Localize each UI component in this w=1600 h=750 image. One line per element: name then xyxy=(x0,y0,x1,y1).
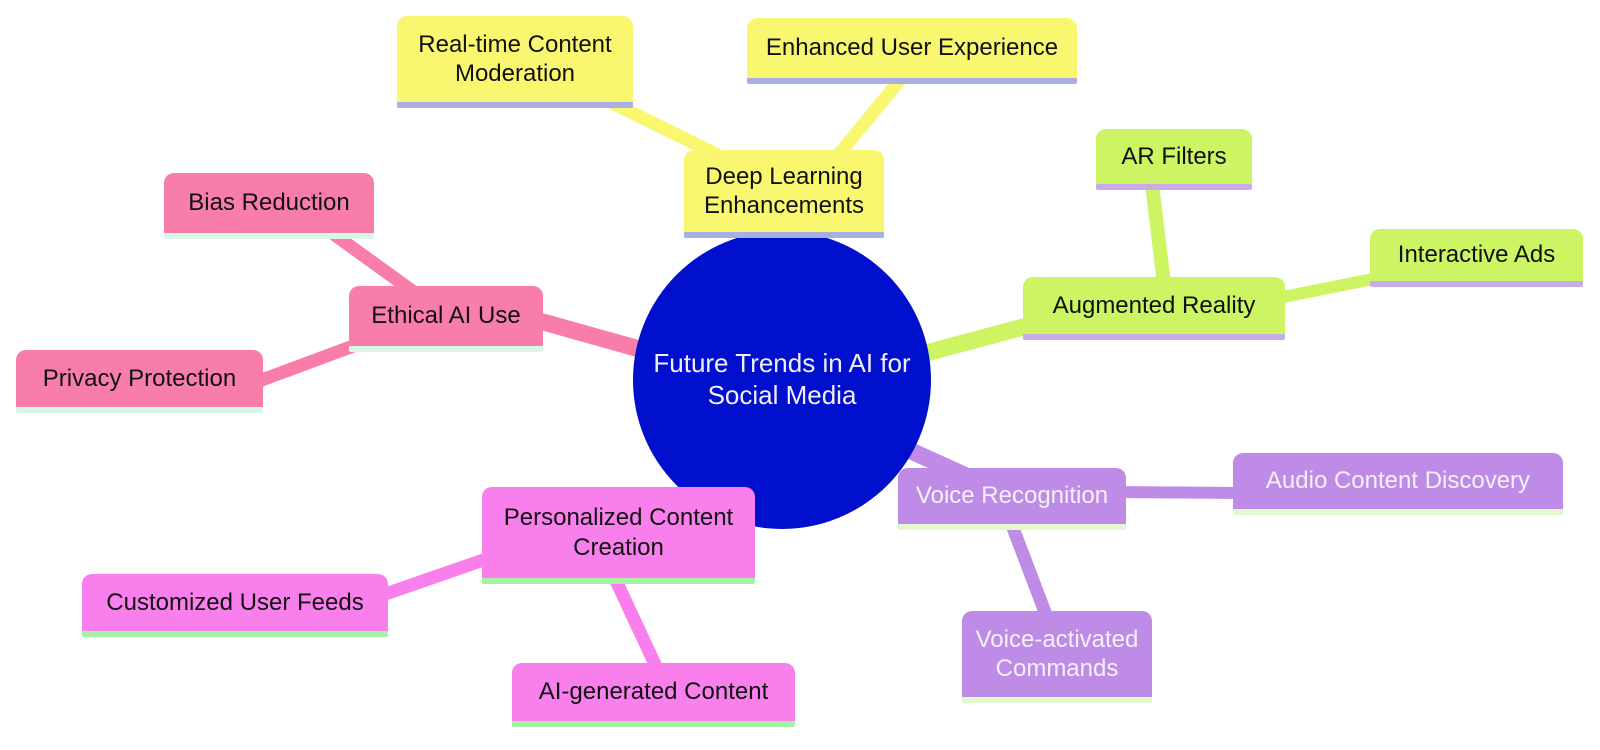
node-label: AR Filters xyxy=(1121,142,1227,170)
node-deep-learning-enhancements: Deep Learning Enhancements xyxy=(684,150,884,238)
edge-voice-recognition-audio-discovery xyxy=(1114,486,1246,499)
edge-personalized-customized-feeds xyxy=(365,549,498,607)
edge-root-ethical-ai xyxy=(533,311,653,361)
node-label: Voice Recognition xyxy=(915,482,1109,510)
node-label: AI-generated Content xyxy=(538,678,769,706)
node-privacy-protection: Privacy Protection xyxy=(16,350,263,413)
node-customized-user-feeds: Customized User Feeds xyxy=(82,574,388,637)
node-personalized-content-creation: Personalized Content Creation xyxy=(482,487,755,584)
node-bias-reduction: Bias Reduction xyxy=(164,173,374,239)
node-label: Ethical AI Use xyxy=(371,302,521,330)
node-label: Personalized Content Creation xyxy=(503,504,734,561)
node-ar-filters: AR Filters xyxy=(1096,129,1252,190)
node-augmented-reality: Augmented Reality xyxy=(1023,277,1285,340)
node-voice-recognition: Voice Recognition xyxy=(898,468,1126,530)
edge-deep-learning-enhanced-ux xyxy=(828,75,906,165)
node-label: Deep Learning Enhancements xyxy=(703,162,865,219)
root-label-line-2: Social Media xyxy=(707,380,857,410)
node-voice-activated-commands: Voice-activated Commands xyxy=(962,611,1152,703)
edge-ethical-ai-privacy-protection xyxy=(240,335,367,394)
node-label: Real-time Content Moderation xyxy=(418,30,612,87)
node-enhanced-user-experience: Enhanced User Experience xyxy=(747,18,1077,84)
node-label: Voice-activated Commands xyxy=(975,625,1139,682)
edge-augmented-reality-ar-filters xyxy=(1145,183,1171,285)
node-label: Bias Reduction xyxy=(188,189,350,217)
node-ai-generated-content: AI-generated Content xyxy=(512,663,795,727)
root-node-label: Future Trends in AI for Social Media xyxy=(636,322,928,438)
edge-personalized-ai-generated xyxy=(606,569,666,678)
node-realtime-content-moderation: Real-time Content Moderation xyxy=(397,16,633,108)
node-label: Augmented Reality xyxy=(1052,291,1256,319)
edge-augmented-reality-interactive-ads xyxy=(1276,270,1390,304)
node-label: Privacy Protection xyxy=(42,364,237,392)
node-ethical-ai-use: Ethical AI Use xyxy=(349,286,543,352)
node-label: Interactive Ads xyxy=(1397,241,1556,269)
node-label: Enhanced User Experience xyxy=(765,34,1059,62)
node-label: Customized User Feeds xyxy=(106,588,364,616)
edge-voice-recognition-voice-commands xyxy=(1003,517,1055,623)
node-audio-content-discovery: Audio Content Discovery xyxy=(1233,453,1563,515)
node-interactive-ads: Interactive Ads xyxy=(1370,229,1583,287)
root-label-line-1: Future Trends in AI for xyxy=(653,348,911,379)
root-node-circle xyxy=(633,231,931,529)
node-label: Audio Content Discovery xyxy=(1265,467,1531,495)
